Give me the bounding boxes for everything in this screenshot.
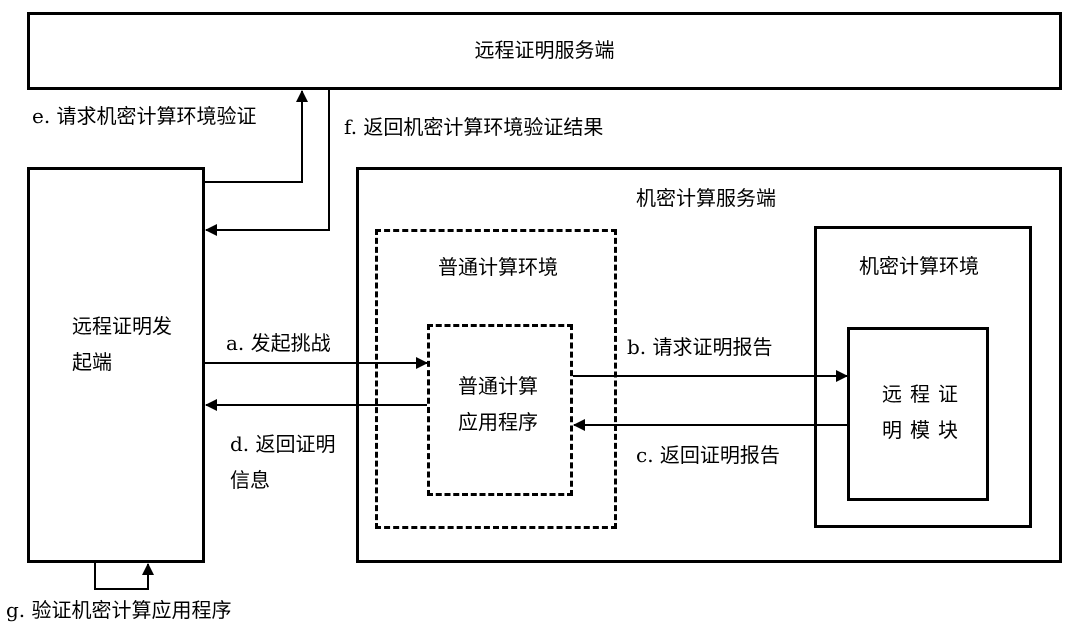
edge-label-f: f. 返回机密计算环境验证结果 [344,115,604,139]
confidential-computing-env-box [814,226,1032,528]
normal-computing-app-label: 普通计算应用程序 [458,374,538,434]
remote-attestation-module-box [847,327,989,501]
confidential-computing-server-box [356,167,1062,563]
arrow-g [94,563,154,590]
edge-label-a: a. 发起挑战 [226,331,331,355]
normal-computing-env-label: 普通计算环境 [438,255,558,279]
edge-label-g: g. 验证机密计算应用程序 [6,598,232,622]
normal-computing-app-box [427,324,573,496]
confidential-computing-server-label: 机密计算服务端 [636,186,776,210]
remote-attestation-initiator-box [27,167,205,563]
remote-attestation-server-box [27,12,1062,90]
edge-label-c: c. 返回证明报告 [636,443,780,467]
normal-computing-env-box [375,229,617,529]
remote-attestation-initiator-label: 远程证明发起端 [72,314,172,374]
edge-label-e: e. 请求机密计算环境验证 [32,104,257,128]
edge-label-d: d. 返回证明信息 [230,432,336,492]
remote-attestation-module-label: 远程证明模块 [882,382,966,442]
edge-label-b: b. 请求证明报告 [627,335,773,359]
confidential-computing-env-label: 机密计算环境 [859,254,979,278]
remote-attestation-server-label: 远程证明服务端 [474,38,615,62]
